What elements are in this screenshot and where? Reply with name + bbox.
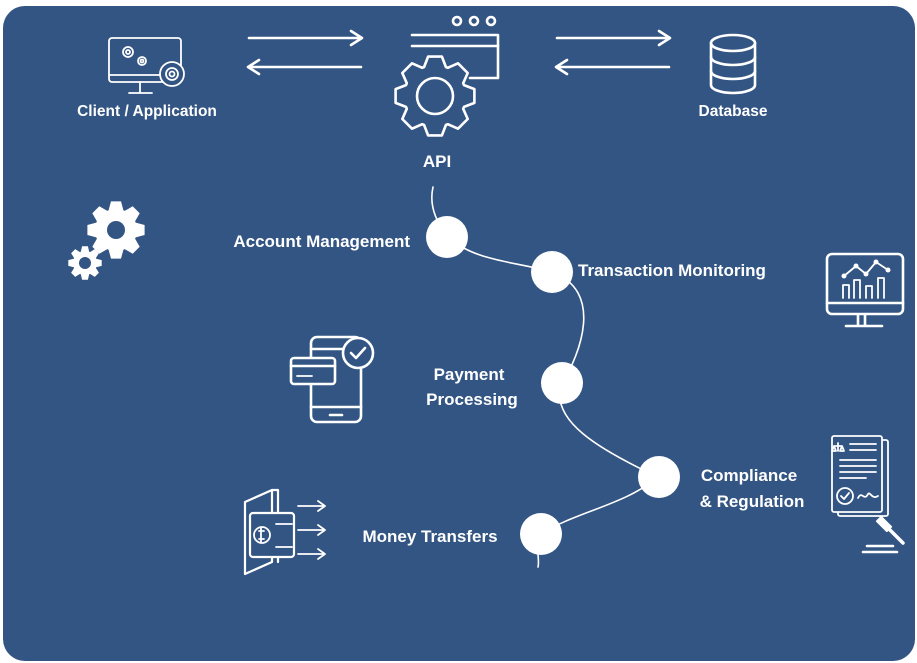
stage-label-compliance-line2: & Regulation (700, 492, 805, 511)
node-account-management (426, 216, 468, 258)
database-icon (709, 33, 757, 95)
document-gavel-icon (831, 435, 905, 554)
diagram-panel (3, 6, 915, 661)
node-money-transfers (520, 513, 562, 555)
stage-label-transaction-monitoring: Transaction Monitoring (578, 261, 766, 280)
stage-label-payment-line2: Processing (426, 390, 518, 409)
gears-icon (68, 201, 145, 280)
stage-label-account-management: Account Management (233, 232, 410, 251)
stage-label-compliance-line1: Compliance (701, 466, 797, 485)
database-label: Database (699, 103, 768, 120)
phone-card-check-icon (289, 335, 375, 424)
stage-label-money-transfers: Money Transfers (362, 527, 497, 546)
node-payment-processing (541, 362, 583, 404)
monitor-gears-icon (108, 37, 185, 94)
api-database-arrows (554, 29, 672, 76)
node-transaction-monitoring (531, 251, 573, 293)
api-gear-window-icon (394, 15, 500, 137)
wallet-cash-arrows-icon (243, 488, 326, 576)
stage-label-payment-line1: Payment (434, 365, 505, 384)
client-label: Client / Application (77, 103, 217, 120)
client-api-arrows (246, 29, 364, 76)
node-compliance-regulation (638, 456, 680, 498)
monitor-chart-icon (825, 252, 905, 328)
api-label: API (423, 152, 451, 171)
